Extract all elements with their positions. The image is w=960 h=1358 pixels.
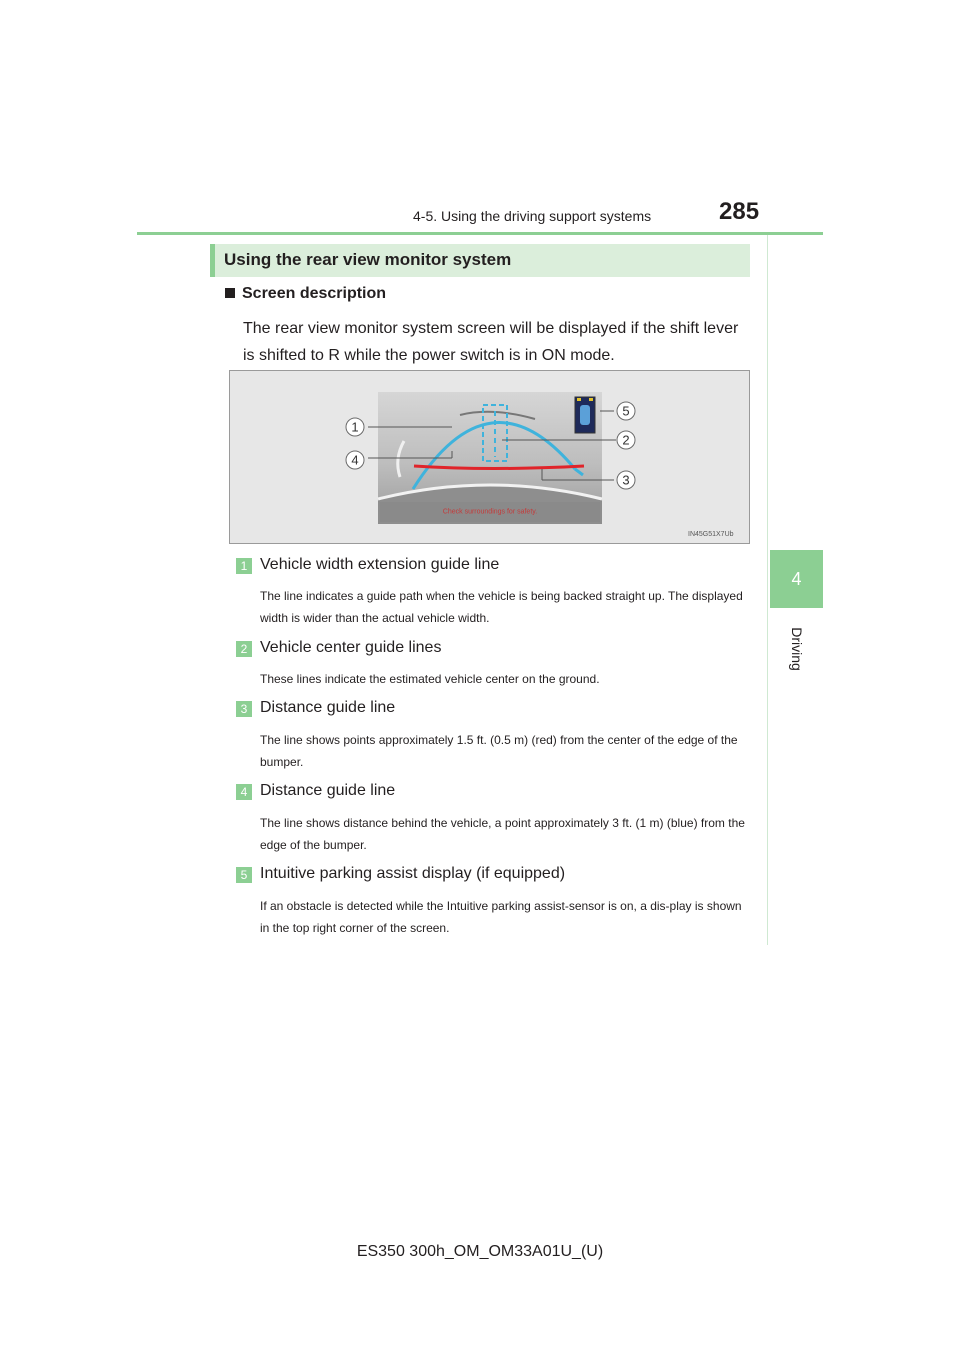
running-header: 4-5. Using the driving support systems <box>413 208 652 224</box>
side-curve <box>396 440 406 478</box>
sensor-indicator-right <box>589 398 593 401</box>
item-number-1: 1 <box>236 558 252 574</box>
item-number-5: 5 <box>236 867 252 883</box>
page-number: 285 <box>719 198 760 225</box>
chapter-tab: 4 <box>770 550 823 608</box>
side-rule <box>767 235 768 945</box>
item-number-3: 3 <box>236 701 252 717</box>
item-title-5: Intuitive parking assist display (if equ… <box>260 865 566 882</box>
header-rule <box>137 232 823 235</box>
item-title-4: Distance guide line <box>260 782 396 799</box>
item-desc-4: The line shows distance behind the vehic… <box>260 816 745 852</box>
item-desc-5: If an obstacle is detected while the Int… <box>260 899 742 935</box>
section-title: Using the rear view monitor system <box>224 250 512 269</box>
callout-2-label: 2 <box>622 433 629 448</box>
item-desc-3: The line shows points approximately 1.5 … <box>260 733 738 769</box>
callout-4 <box>345 450 365 470</box>
square-bullet-icon <box>225 288 235 298</box>
section-title-bar <box>210 244 750 277</box>
rear-view-figure: Check surroundings for safety. 1 2 3 <box>229 370 750 544</box>
subsection-title: Screen description <box>242 285 387 302</box>
width-guide-tail <box>574 467 584 477</box>
sensor-indicator-left <box>577 398 581 401</box>
message-strip <box>380 502 600 522</box>
chapter-label-text: Driving <box>788 627 805 671</box>
callout-3-label: 3 <box>622 473 629 488</box>
bumper-edge <box>377 483 603 501</box>
callout-5-label: 5 <box>622 404 629 419</box>
callout-4-label: 4 <box>351 453 358 468</box>
footer-code: ES350 300h_OM_OM33A01U_(U) <box>356 1243 604 1260</box>
rear-view-diagram: Check surroundings for safety. 1 2 3 <box>345 392 636 524</box>
item-title-3: Distance guide line <box>260 699 396 716</box>
screen-message: Check surroundings for safety. <box>443 509 537 516</box>
center-guide-box <box>482 404 508 462</box>
item-desc-1: The line indicates a guide path when the… <box>260 589 743 625</box>
item-title-1: Vehicle width extension guide line <box>260 556 500 573</box>
item-number-4: 4 <box>236 784 252 800</box>
item-title-2: Vehicle center guide lines <box>260 639 442 656</box>
figure-code: IN45G51X7Ub <box>688 531 734 538</box>
item-number-2: 2 <box>236 641 252 657</box>
width-guide-line <box>411 421 577 490</box>
chapter-label: Driving <box>770 614 823 684</box>
intro-paragraph: The rear view monitor system screen will… <box>243 320 739 364</box>
red-distance-line <box>413 464 585 470</box>
parking-assist-car-icon <box>580 405 590 425</box>
callout-1 <box>345 417 365 437</box>
callout-3 <box>616 470 636 490</box>
callout-5 <box>616 401 636 421</box>
item-desc-2: These lines indicate the estimated vehic… <box>260 672 600 686</box>
subsection-heading: Screen description <box>225 285 386 303</box>
callout-2 <box>616 430 636 450</box>
callout-1-label: 1 <box>351 420 358 435</box>
